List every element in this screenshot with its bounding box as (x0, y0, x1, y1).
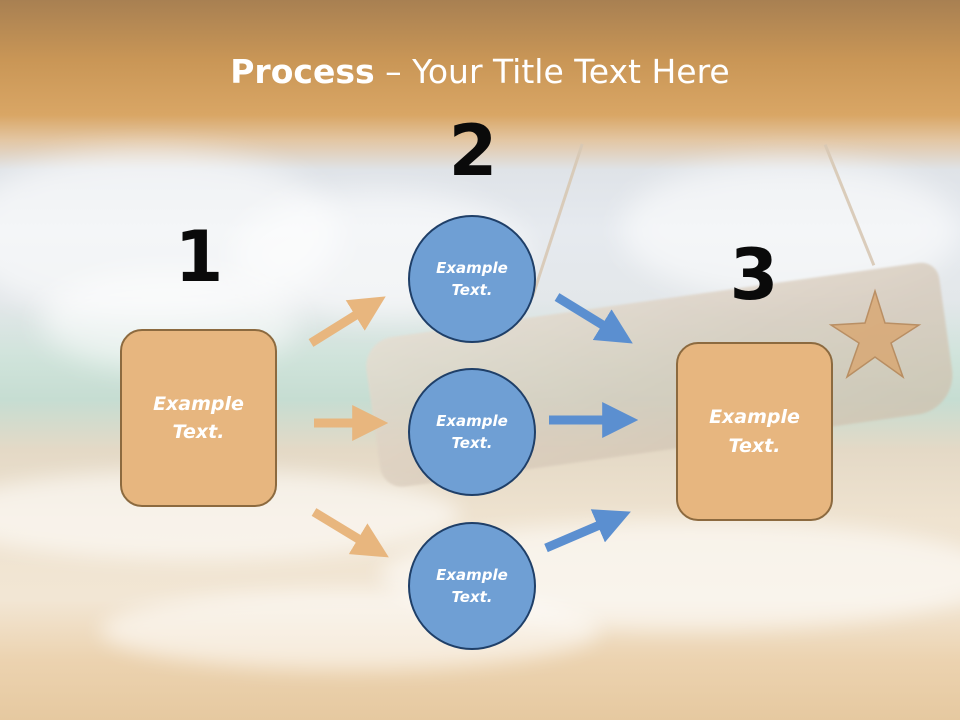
step-number-3: 3 (729, 234, 779, 316)
arrow-1-to-2-top (308, 296, 386, 347)
step-2-circle-top: Example Text. (408, 215, 536, 343)
step-1-box: Example Text. (120, 329, 277, 507)
title-bold: Process (230, 52, 375, 91)
step-2-circle-middle-text: Example Text. (436, 411, 508, 453)
step-number-2: 2 (448, 110, 498, 192)
slide-title: Process – Your Title Text Here (0, 52, 960, 91)
arrow-2-bottom-to-3 (544, 509, 631, 553)
title-rest: – Your Title Text Here (374, 52, 730, 91)
step-2-circle-bottom-text: Example Text. (436, 565, 508, 607)
arrow-1-to-2-bottom (311, 508, 389, 558)
arrow-2-top-to-3 (554, 293, 633, 344)
step-3-text: Example Text. (709, 406, 800, 457)
step-1-text: Example Text. (153, 392, 244, 444)
step-3-box: Example Text. (676, 342, 833, 521)
step-number-1: 1 (174, 216, 224, 298)
step-2-circle-middle: Example Text. (408, 368, 536, 496)
starfish-icon (828, 288, 922, 379)
step-2-circle-top-text: Example Text. (436, 258, 508, 300)
step-2-circle-bottom: Example Text. (408, 522, 536, 650)
